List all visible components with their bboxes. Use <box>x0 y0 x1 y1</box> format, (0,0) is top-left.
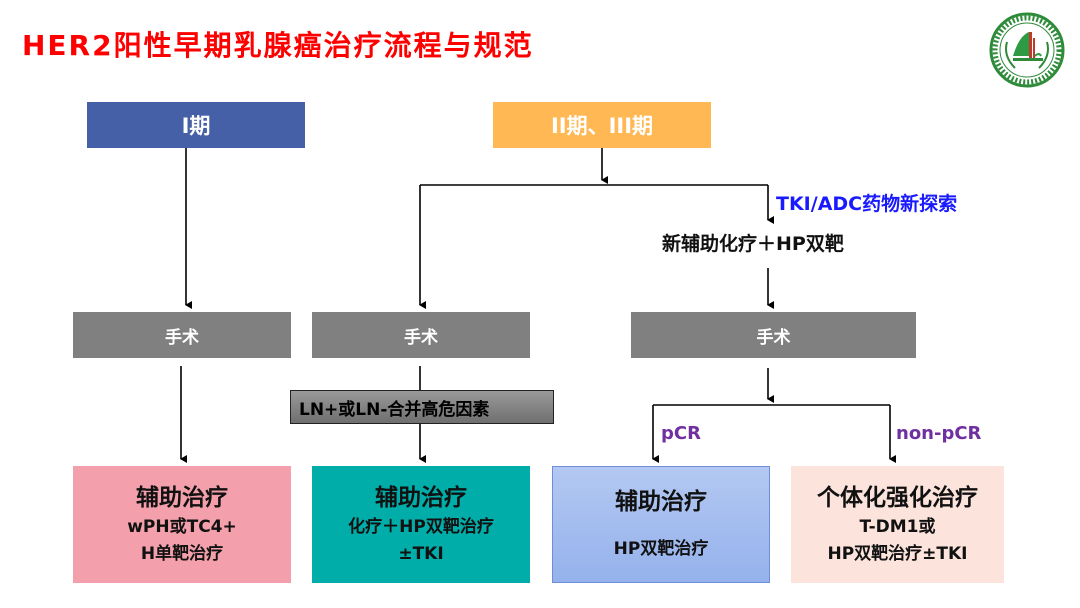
pcr-label: pCR <box>661 423 701 444</box>
stage-2-3-label: II期、III期 <box>550 114 654 138</box>
stage-1-box: I期 <box>87 102 305 148</box>
risk-factor-label: LN+或LN-合并高危因素 <box>299 399 490 420</box>
outcome-line: ±TKI <box>398 543 444 564</box>
outcome-box-pcr-adjuvant: 辅助治疗 HP双靶治疗 <box>552 466 770 583</box>
outcome-heading: 辅助治疗 <box>136 484 228 511</box>
stage-2-3-box: II期、III期 <box>493 102 711 148</box>
outcome-line: HP双靶治疗±TKI <box>827 543 968 564</box>
outcome-line: HP双靶治疗 <box>613 539 709 559</box>
outcome-box-stage1-adjuvant: 辅助治疗 wPH或TC4+ H单靶治疗 <box>73 466 291 583</box>
hospital-emblem-icon <box>989 12 1065 88</box>
tki-adc-label: TKI/ADC药物新探索 <box>776 193 958 215</box>
neoadjuvant-label: 新辅助化疗＋HP双靶 <box>662 233 844 255</box>
surgery-label: 手术 <box>756 327 791 348</box>
surgery-box-neoadjuvant: 手术 <box>631 312 916 358</box>
surgery-box-stage1: 手术 <box>73 312 291 358</box>
non-pcr-label: non-pCR <box>896 423 982 444</box>
surgery-box-direct: 手术 <box>312 312 530 358</box>
risk-factor-box: LN+或LN-合并高危因素 <box>290 390 554 424</box>
outcome-line: T-DM1或 <box>859 516 936 537</box>
outcome-heading: 辅助治疗 <box>375 484 467 511</box>
outcome-line: 化疗＋HP双靶治疗 <box>348 516 494 537</box>
outcome-line: wPH或TC4+ <box>127 516 237 537</box>
outcome-heading: 辅助治疗 <box>615 489 707 515</box>
outcome-box-nonpcr-intensified: 个体化强化治疗 T-DM1或 HP双靶治疗±TKI <box>791 466 1004 583</box>
surgery-label: 手术 <box>165 327 199 348</box>
outcome-line: H单靶治疗 <box>140 543 224 564</box>
stage-1-label: I期 <box>181 114 211 138</box>
outcome-box-direct-adjuvant: 辅助治疗 化疗＋HP双靶治疗 ±TKI <box>312 466 530 583</box>
page-title: HER2阳性早期乳腺癌治疗流程与规范 <box>22 29 534 62</box>
surgery-label: 手术 <box>404 327 438 348</box>
outcome-heading: 个体化强化治疗 <box>817 484 978 511</box>
